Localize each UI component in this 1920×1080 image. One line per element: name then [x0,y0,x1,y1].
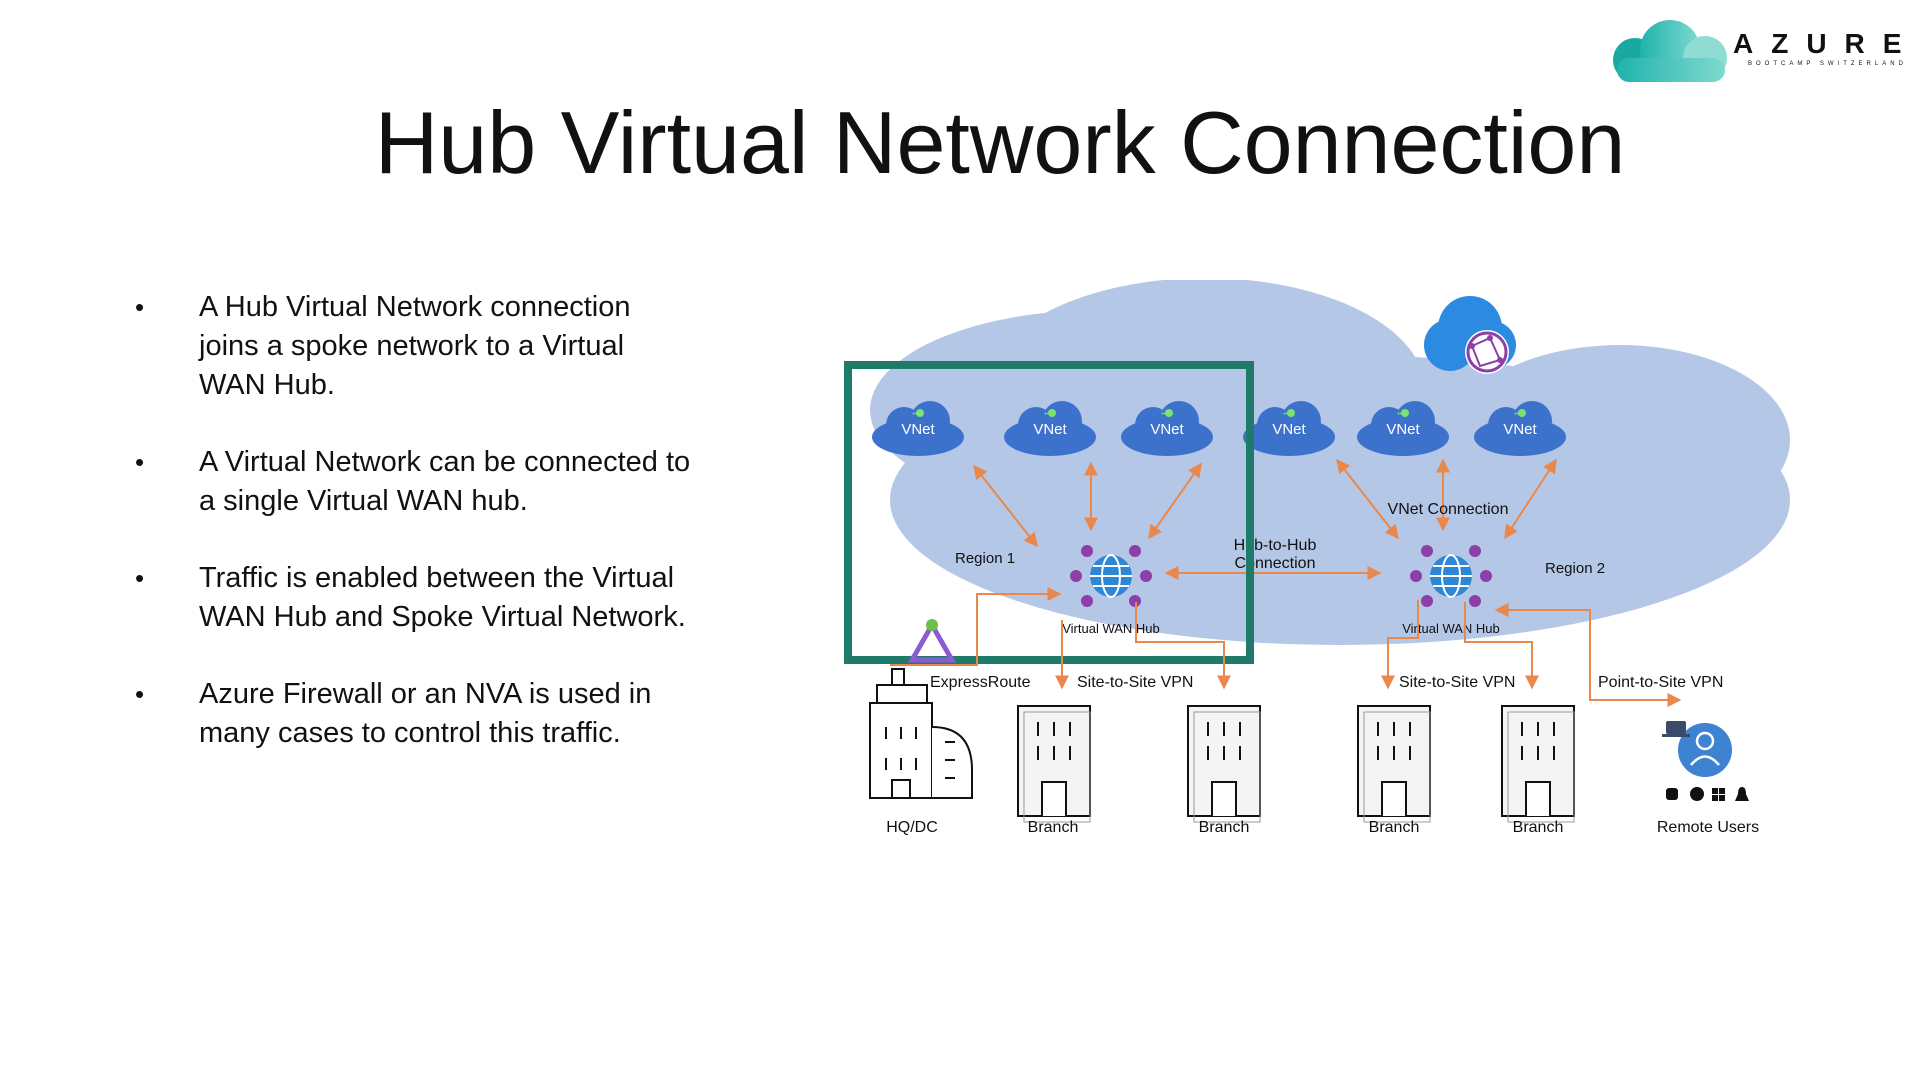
expressroute-label: ExpressRoute [930,674,1031,691]
cloud-logo-icon [1613,20,1727,82]
vnet-label: VNet [1033,421,1067,438]
vnet-label: VNet [1503,421,1537,438]
site-label: Branch [1369,819,1420,836]
vnet-cloud: VNet [1357,401,1449,456]
slide-title: Hub Virtual Network Connection [374,93,1626,192]
region-1-label: Region 1 [955,550,1015,567]
bullet-list: A Hub Virtual Network connection joins a… [135,288,695,791]
site-label: Branch [1199,819,1250,836]
s2s-vpn-label: Site-to-Site VPN [1077,674,1193,691]
os-platform-icons [1666,787,1749,801]
vnet-cloud: VNet [1474,401,1566,456]
hq-dc-building-icon [869,668,973,799]
vnet-cloud: VNet [1121,401,1213,456]
hub-label: Virtual WAN Hub [1062,621,1160,636]
branch-building-icon [1501,705,1575,823]
site-label: Branch [1028,819,1079,836]
vnet-cloud: VNet [872,401,964,456]
global-network-icon [1424,296,1516,374]
site-label: HQ/DC [886,819,938,836]
branch-building-icon [1017,705,1091,823]
logo-subtitle: BOOTCAMP SWITZERLAND [1748,61,1907,67]
vnet-cloud: VNet [1004,401,1096,456]
region-2-label: Region 2 [1545,560,1605,577]
vnet-label: VNet [901,421,935,438]
p2s-vpn-label: Point-to-Site VPN [1598,674,1723,691]
bullet-item: Traffic is enabled between the Virtual W… [135,559,695,637]
vnet-connection-arrows [973,458,1557,580]
remote-user-icon [1662,721,1732,777]
branch-building-icon [1187,705,1261,823]
site-label: Remote Users [1657,819,1759,836]
s2s-vpn-label: Site-to-Site VPN [1399,674,1515,691]
region-cloud [870,280,1790,645]
hub-label: Virtual WAN Hub [1402,621,1500,636]
virtual-wan-diagram: ••• [844,280,1790,836]
site-connection-lines [890,587,1682,707]
vnet-label: VNet [1150,421,1184,438]
bullet-item: A Hub Virtual Network connection joins a… [135,288,695,405]
hub-to-hub-label: Hub-to-Hub [1234,537,1317,554]
vnet-label: VNet [1272,421,1306,438]
region-1-highlight-box [844,361,1254,664]
azure-bootcamp-logo: AZURE BOOTCAMP SWITZERLAND [1605,14,1915,86]
bullet-item: Azure Firewall or an NVA is used in many… [135,675,695,753]
vnet-cloud: VNet [1243,401,1335,456]
logo-word: AZURE [1733,28,1920,59]
hub-to-hub-label: Connection [1235,555,1316,572]
bullet-item: A Virtual Network can be connected to a … [135,443,695,521]
site-label: Branch [1513,819,1564,836]
branch-building-icon [1357,705,1431,823]
expressroute-icon [907,619,957,663]
vnet-connection-label: VNet Connection [1388,501,1509,518]
vnet-label: VNet [1386,421,1420,438]
